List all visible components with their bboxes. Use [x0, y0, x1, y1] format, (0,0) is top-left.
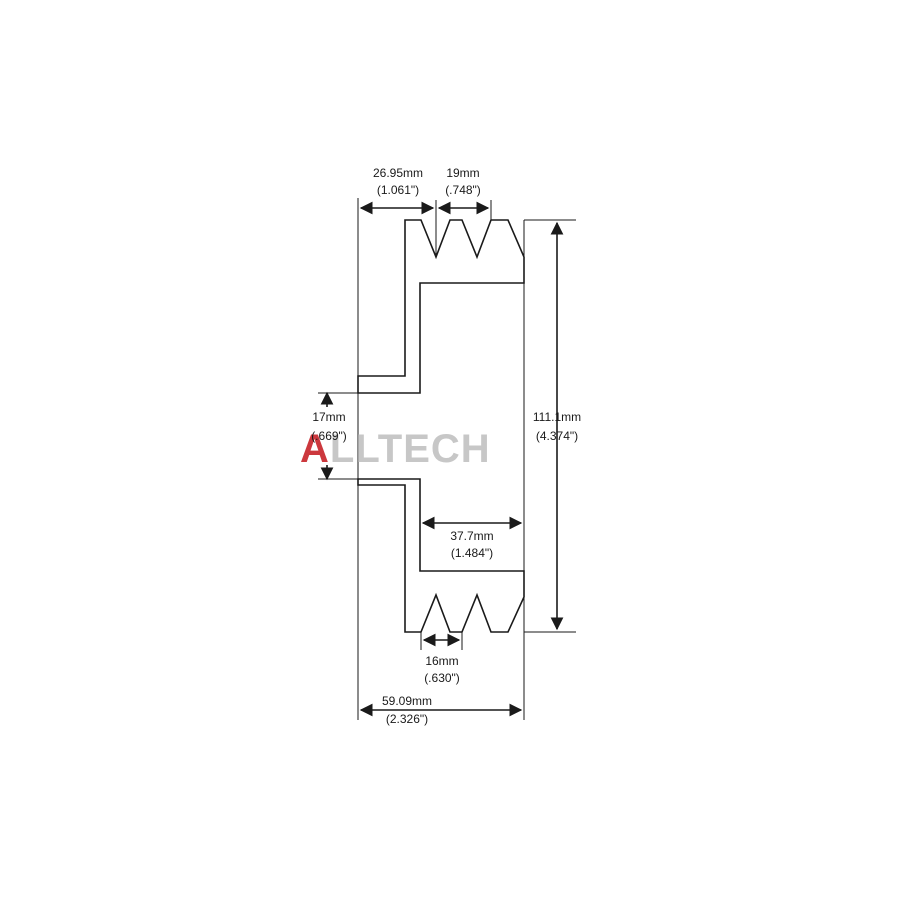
- label-groove-pitch-top-in: (.748"): [445, 183, 481, 197]
- label-hub-width-mm: 37.7mm: [450, 529, 493, 543]
- label-groove-offset-mm: 26.95mm: [373, 166, 423, 180]
- label-groove-pitch-bottom-in: (.630"): [424, 671, 460, 685]
- label-hub-width-in: (1.484"): [451, 546, 493, 560]
- label-bore-in: (.669"): [311, 429, 347, 443]
- pulley-section-upper: [357, 219, 525, 394]
- label-groove-offset-in: (1.061"): [377, 183, 419, 197]
- label-groove-pitch-bottom-mm: 16mm: [425, 654, 458, 668]
- label-overall-width-in: (2.326"): [386, 712, 428, 726]
- label-groove-pitch-top-mm: 19mm: [446, 166, 479, 180]
- watermark-accent: A: [300, 427, 330, 471]
- label-overall-width-mm: 59.09mm: [382, 694, 432, 708]
- watermark: ALLTECH: [300, 427, 491, 471]
- label-outer-diameter-in: (4.374"): [536, 429, 578, 443]
- label-outer-diameter-mm: 111.1mm: [533, 410, 581, 424]
- pulley-section-lower: [357, 478, 525, 633]
- label-bore-mm: 17mm: [312, 410, 345, 424]
